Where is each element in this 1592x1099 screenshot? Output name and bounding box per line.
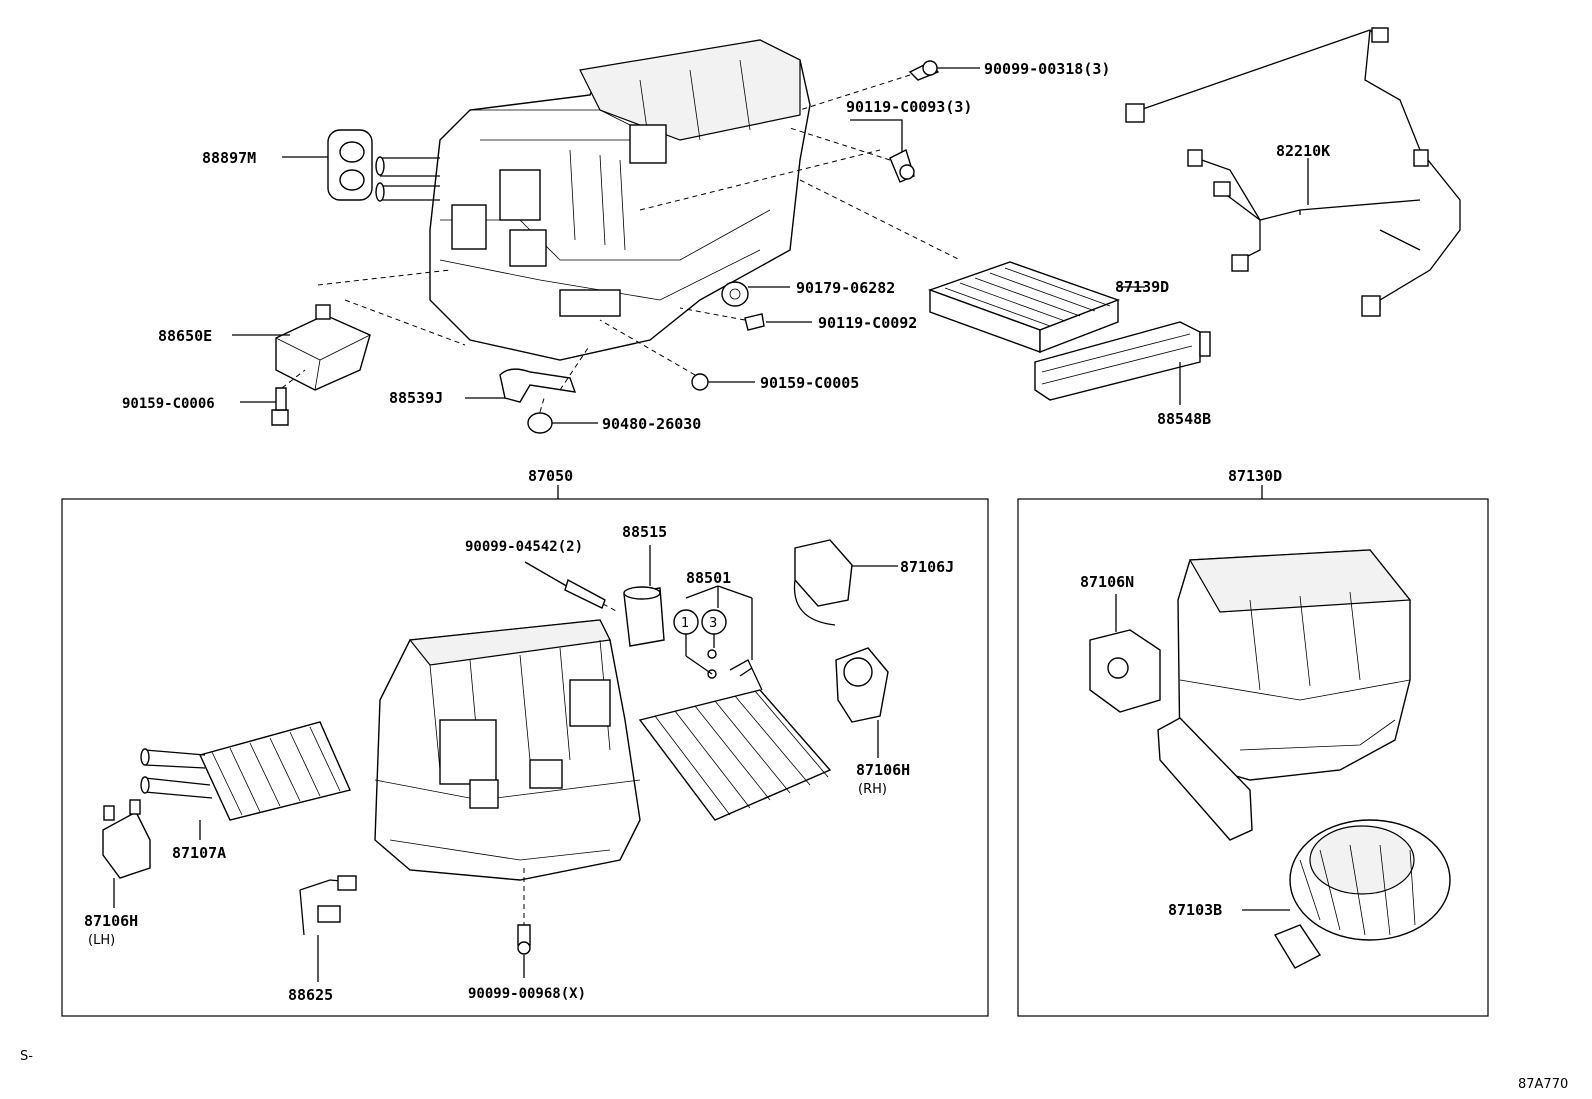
label-88501: 88501 — [686, 569, 731, 587]
label-82210k: 82210K — [1276, 142, 1330, 160]
servo-motor-87106j-drawing — [793, 539, 898, 626]
label-88515: 88515 — [622, 523, 667, 541]
heater-core-87107a-drawing — [140, 721, 351, 840]
o-rings-88501-drawing — [673, 585, 753, 679]
screw-90099-00968-drawing — [517, 868, 531, 978]
servo-motor-87106n-drawing — [1089, 594, 1161, 713]
label-87050: 87050 — [528, 467, 573, 485]
bolt-90099-04542-drawing — [524, 561, 619, 613]
callout-circle-3: 3 — [709, 616, 717, 631]
washer-90179-06282-drawing — [721, 281, 790, 307]
label-87107a: 87107A — [172, 844, 226, 862]
label-90159-c0005: 90159-C0005 — [760, 374, 859, 392]
wire-harness-82210k-drawing — [1125, 27, 1461, 317]
figure-code: 87A770 — [1518, 1077, 1568, 1092]
footer-left-mark: S- — [20, 1049, 33, 1064]
expansion-valve-88515-drawing — [623, 545, 665, 647]
label-87106h-rh: 87106H — [856, 761, 910, 779]
label-88625: 88625 — [288, 986, 333, 1004]
servo-motor-87106h-rh-drawing — [835, 647, 889, 758]
label-rh-note: (RH) — [858, 782, 887, 797]
screw-90119-c0093-drawing — [789, 119, 915, 183]
servo-motor-87106h-lh-drawing — [102, 799, 151, 908]
screw-90119-c0092-drawing — [679, 307, 812, 331]
air-filter-87139d-drawing — [927, 261, 1145, 354]
blower-case-drawing — [1157, 549, 1412, 841]
assembly-87130d-box — [1017, 498, 1489, 1017]
label-lh-note: (LH) — [88, 933, 115, 948]
label-90119-c0092: 90119-C0092 — [818, 314, 917, 332]
screw-90159-c0005-drawing — [599, 319, 755, 391]
clip-90480-26030-drawing — [527, 394, 598, 434]
label-87106h-lh: 87106H — [84, 912, 138, 930]
amplifier-88650e-drawing — [232, 269, 466, 391]
label-90099-04542: 90099-04542(2) — [465, 539, 583, 555]
label-87103b: 87103B — [1168, 901, 1222, 919]
grommet-88897m-drawing — [282, 129, 373, 201]
callout-circle-1: 1 — [681, 616, 689, 631]
label-88548b: 88548B — [1157, 410, 1211, 428]
hvac-case-drawing — [374, 619, 641, 881]
label-87139d: 87139D — [1115, 278, 1169, 296]
label-90099-00968: 90099-00968(X) — [468, 986, 586, 1002]
label-90480-26030: 90480-26030 — [602, 415, 701, 433]
blower-motor-87103b-drawing — [1242, 819, 1451, 969]
screw-90099-00318-drawing — [799, 60, 980, 111]
label-87130d: 87130D — [1228, 467, 1282, 485]
label-90119-c0093: 90119-C0093(3) — [846, 98, 972, 116]
label-88650e: 88650E — [158, 327, 212, 345]
duct-88539j-drawing — [465, 344, 591, 403]
evaporator-drawing — [638, 659, 832, 821]
label-90099-00318: 90099-00318(3) — [984, 60, 1110, 78]
wire-88625-drawing — [299, 875, 357, 982]
screw-90159-c0006-drawing — [240, 369, 306, 426]
hvac-unit-assembly-drawing — [375, 39, 811, 361]
label-90179-06282: 90179-06282 — [796, 279, 895, 297]
assembly-87050-box — [61, 498, 989, 1017]
filter-door-88548b-drawing — [1034, 321, 1211, 405]
label-88539j: 88539J — [389, 389, 443, 407]
label-90159-c0006: 90159-C0006 — [122, 396, 215, 412]
label-87106n: 87106N — [1080, 573, 1134, 591]
label-87106j: 87106J — [900, 558, 954, 576]
label-88897m: 88897M — [202, 149, 256, 167]
